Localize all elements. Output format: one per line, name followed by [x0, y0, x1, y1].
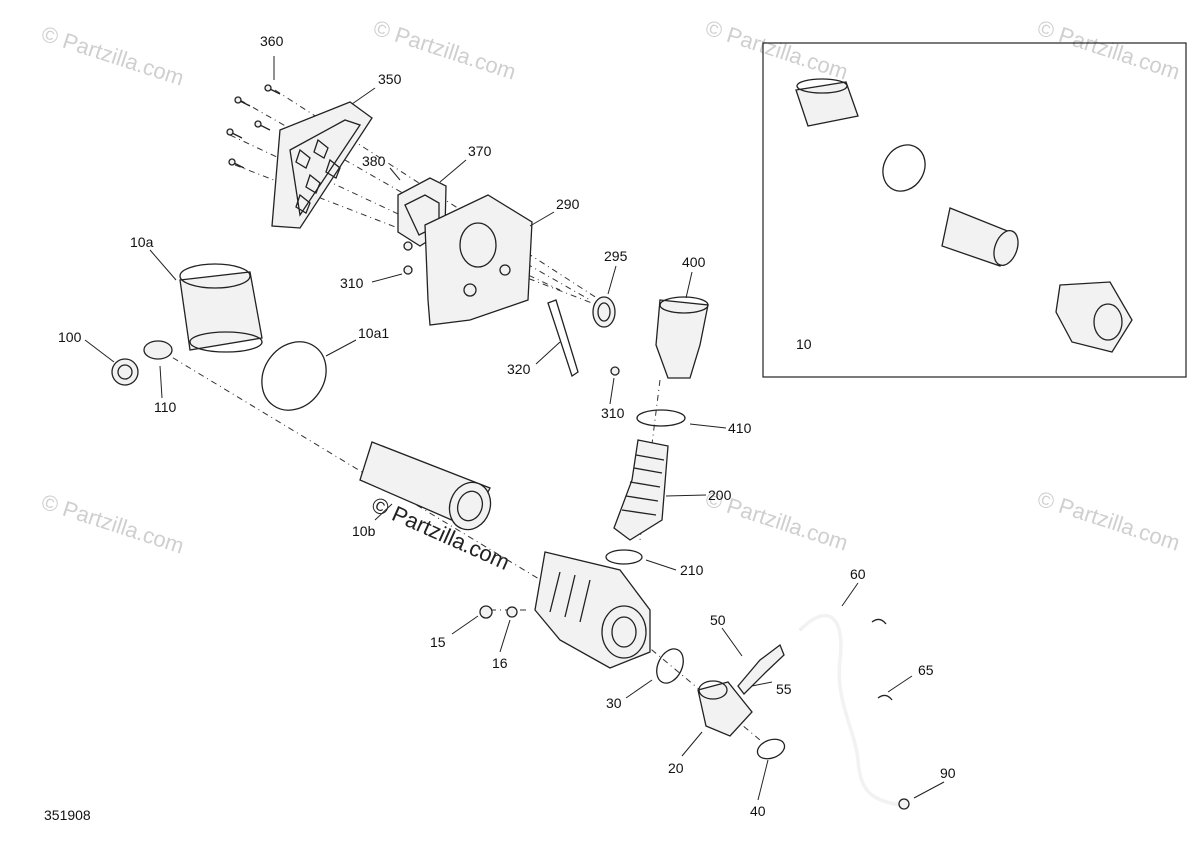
watermark: © Partzilla.com — [1034, 15, 1183, 85]
gasket — [605, 549, 643, 565]
callout-10a1: 10a1 — [358, 325, 389, 341]
callout-60: 60 — [850, 566, 866, 582]
callout-310: 310 — [601, 405, 625, 421]
clamp-40 — [756, 738, 786, 760]
callout-410: 410 — [728, 420, 752, 436]
watermark: © Partzilla.com — [38, 489, 187, 559]
callout-380: 380 — [362, 153, 386, 169]
grommet-inner — [597, 302, 611, 322]
callout-100: 100 — [58, 329, 82, 345]
callout-290: 290 — [556, 196, 580, 212]
watermark: © Partzilla.com — [1034, 486, 1183, 556]
outlet-duct — [697, 680, 753, 737]
washer — [506, 606, 518, 618]
callout-320: 320 — [507, 361, 531, 377]
clamp-30 — [656, 648, 684, 684]
callout-40: 40 — [750, 803, 766, 819]
callout-10a: 10a — [130, 234, 154, 250]
bellows-tube — [613, 439, 669, 541]
hose-end-clamp — [898, 798, 910, 810]
fitting — [737, 643, 785, 695]
o-ring — [261, 341, 327, 411]
bracket — [547, 299, 579, 378]
callout-15: 15 — [430, 634, 446, 650]
callout-210: 210 — [680, 562, 704, 578]
callout-10: 10 — [796, 336, 812, 352]
watermark: © Partzilla.com — [38, 21, 187, 91]
cap — [111, 358, 139, 386]
drain-hose — [799, 615, 901, 806]
bolt — [479, 605, 493, 619]
callout-370: 370 — [468, 143, 492, 159]
callout-20: 20 — [668, 760, 684, 776]
callout-310: 310 — [340, 275, 364, 291]
callout-295: 295 — [604, 248, 628, 264]
small-clamp — [143, 340, 173, 360]
drain-hose-inner — [798, 613, 901, 807]
diagram-id: 351908 — [44, 807, 91, 823]
screws — [226, 84, 281, 169]
callout-360: 360 — [260, 33, 284, 49]
inlet-duct — [655, 296, 709, 379]
callout-350: 350 — [378, 71, 402, 87]
clamp-410 — [636, 409, 686, 427]
hose-clips — [871, 618, 893, 701]
callout-16: 16 — [492, 655, 508, 671]
base-plate — [424, 194, 533, 326]
leader-lines — [84, 56, 945, 801]
callout-10b: 10b — [352, 523, 376, 539]
assembly-lines — [159, 89, 761, 741]
callout-55: 55 — [776, 681, 792, 697]
callout-110: 110 — [154, 399, 177, 415]
cap-inner — [117, 364, 133, 380]
callout-200: 200 — [708, 487, 732, 503]
callout-30: 30 — [606, 695, 622, 711]
callout-400: 400 — [682, 254, 706, 270]
filter-cartridge — [359, 441, 492, 531]
housing-cover — [179, 263, 263, 353]
watermark: © Partzilla.com — [702, 15, 851, 85]
fasteners — [403, 241, 620, 376]
callout-labels: 360 350 370 380 290 295 400 310 310 320 … — [58, 33, 956, 819]
callout-90: 90 — [940, 765, 956, 781]
inset-parts — [795, 78, 1133, 353]
grille-cover — [271, 101, 373, 229]
callout-65: 65 — [918, 662, 934, 678]
inset-box — [762, 42, 1187, 378]
grommet — [592, 296, 616, 328]
air-box-housing — [534, 551, 651, 669]
callout-50: 50 — [710, 612, 726, 628]
